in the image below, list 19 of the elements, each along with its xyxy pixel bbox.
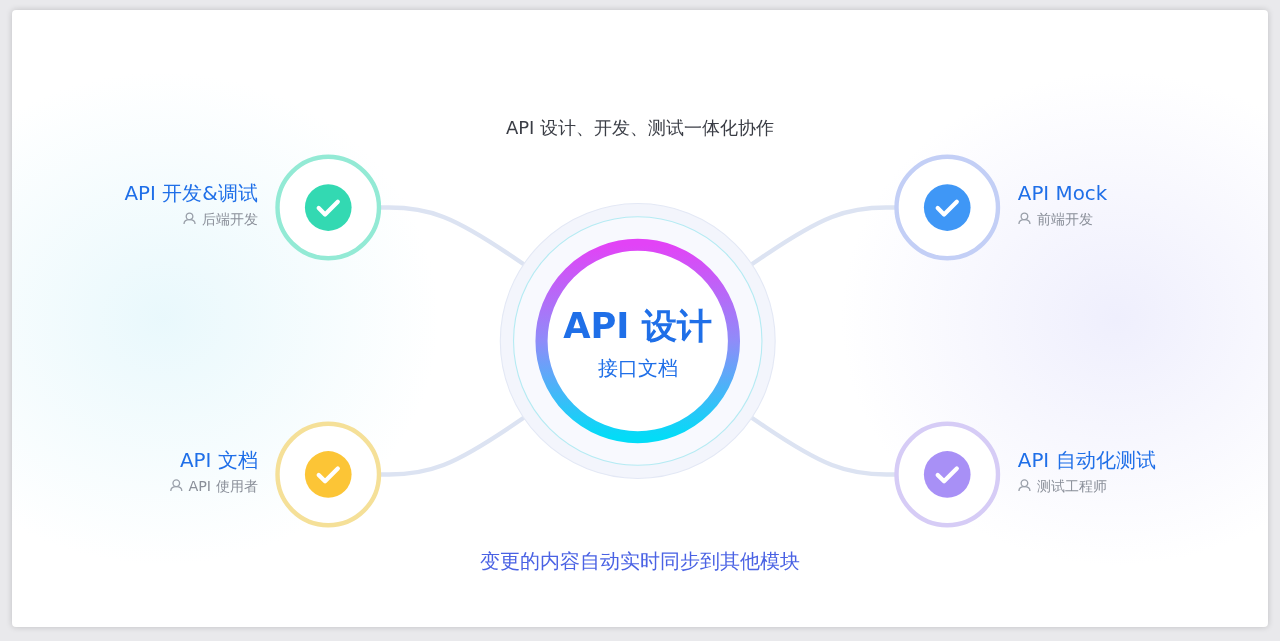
- node-heading: API 自动化测试: [1017, 448, 1156, 472]
- role-label: 后端开发: [201, 211, 258, 228]
- node-heading: API 开发&调试: [124, 181, 258, 205]
- check-circle: [275, 154, 382, 261]
- connector-line: [379, 415, 525, 477]
- role-label: API 使用者: [188, 478, 258, 494]
- check-circle: [275, 421, 382, 528]
- node-heading: API Mock: [1017, 181, 1108, 205]
- title: API 设计、开发、测试一体化协作: [505, 117, 775, 138]
- hub-circle: [499, 203, 776, 479]
- node-heading: API 文档: [179, 448, 258, 472]
- check-circle: [894, 154, 1001, 261]
- node-subtitle: 接口文档: [598, 355, 678, 380]
- node-title: API 设计: [563, 305, 713, 348]
- check-circle: [894, 421, 1001, 528]
- role-label: 测试工程师: [1036, 478, 1107, 494]
- role-label: 前端开发: [1036, 211, 1093, 228]
- caption: 变更的内容自动实时同步到其他模块: [480, 549, 800, 573]
- connector-line: [379, 205, 525, 267]
